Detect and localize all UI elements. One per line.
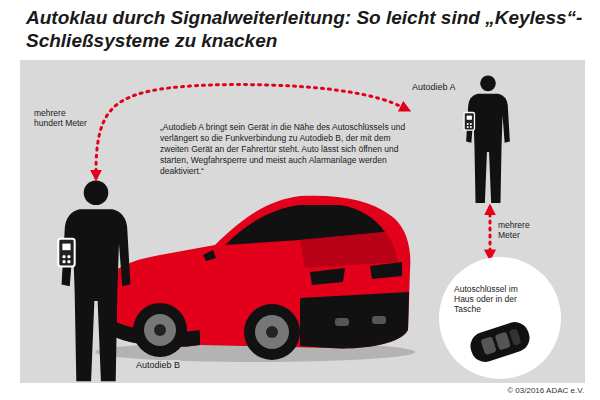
distance-label: mehrere Meter — [498, 220, 546, 240]
thief-a-figure — [464, 76, 510, 203]
key-fob — [467, 318, 533, 365]
thief-label: Autodieb B — [136, 360, 180, 371]
title: Autoklau durch Signalweiterleitung: So l… — [26, 6, 586, 52]
key-circle: Autoschlüssel im Haus oder in der Tasche — [438, 256, 562, 380]
distance-label: mehrere hundert Meter — [34, 108, 92, 128]
signal-arrow — [489, 207, 492, 258]
circle-shape — [438, 256, 562, 380]
circle-outline — [439, 257, 561, 379]
car — [95, 196, 415, 362]
thief-label: Autodieb A — [412, 82, 456, 93]
key-label: Autoschlüssel im Haus oder in der Tasche — [454, 284, 534, 315]
copyright: © 03/2016 ADAC e.V. — [480, 386, 584, 396]
thief-b-figure — [58, 180, 130, 381]
thief-b: Autodieb B — [55, 178, 180, 373]
quote-note: „Autodieb A bringt sein Gerät in die Näh… — [160, 122, 410, 177]
panel — [20, 60, 585, 383]
thief-a: Autodieb A — [408, 70, 513, 207]
